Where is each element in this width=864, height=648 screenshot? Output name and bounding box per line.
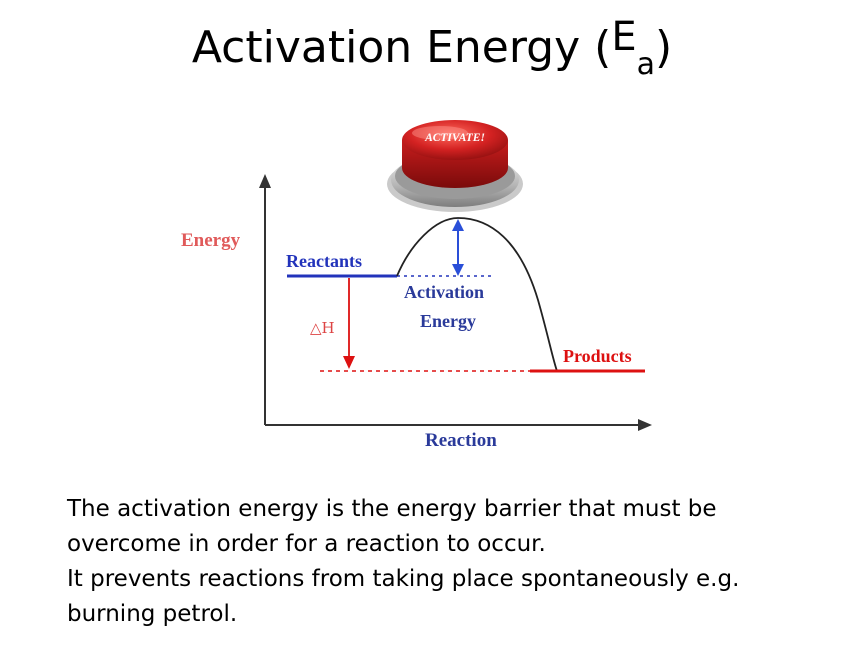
title-text: Activation Energy ( [191, 22, 612, 73]
products-label: Products [563, 346, 632, 366]
delta-h-arrow [343, 278, 355, 369]
axes [259, 174, 652, 431]
activation-label-line1: Activation [404, 282, 484, 302]
title-subscript: a [636, 47, 655, 82]
activate-button-icon: ACTIVATE! [387, 120, 523, 212]
activation-energy-arrow [452, 219, 464, 276]
title-symbol: E [611, 14, 637, 60]
body-paragraph-2: It prevents reactions from taking place … [67, 566, 740, 627]
delta-h-label: △H [310, 319, 335, 337]
slide-body: The activation energy is the energy barr… [67, 492, 827, 632]
energy-curve [396, 217, 558, 372]
reactants-label: Reactants [286, 251, 362, 271]
slide-title: Activation Energy (Ea) [0, 14, 864, 83]
x-axis-arrowhead [638, 419, 652, 431]
title-close: ) [654, 22, 673, 73]
activation-label-line2: Energy [420, 311, 476, 331]
y-axis-label: Energy [181, 230, 241, 251]
x-axis-label: Reaction [425, 430, 497, 451]
body-paragraph-1: The activation energy is the energy barr… [67, 496, 717, 557]
activate-button-text: ACTIVATE! [424, 132, 485, 144]
y-axis-arrowhead [259, 174, 271, 188]
